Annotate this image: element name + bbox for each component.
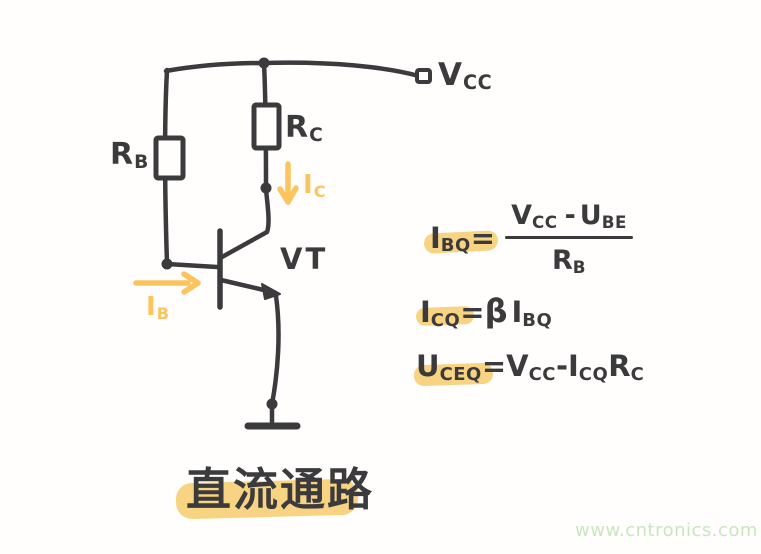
rc-label: RC <box>285 110 324 147</box>
fraction-bar <box>505 236 633 239</box>
ib-current-arrow <box>133 271 201 295</box>
caption-dc-path: 直流通路 <box>186 467 374 512</box>
formula-uceq-lhs-main: U <box>416 349 440 383</box>
rb-label-main: R <box>110 137 135 172</box>
formula-ibq-equals: = <box>470 220 496 255</box>
formula-uceq-rc-sub: C <box>630 363 645 385</box>
formula-uceq-equals: = <box>481 349 507 383</box>
vt-label-text: VT <box>280 242 329 276</box>
ic-current-arrow <box>277 161 299 205</box>
wire-top-to-vcc <box>261 60 422 79</box>
beta-symbol: β <box>484 292 508 330</box>
den-rb-main: R <box>551 245 573 276</box>
formula-ibq-lhs: IBQ= <box>430 220 496 257</box>
formula-uceq-icq-sub: CQ <box>578 363 609 385</box>
wire-collector <box>219 187 271 260</box>
formula-icq-rhs-main: I <box>511 295 523 329</box>
junction-dot-collector <box>260 182 272 194</box>
ib-label-sub: B <box>156 303 170 323</box>
formula-ibq-lhs-sub: BQ <box>440 235 471 257</box>
wire-top-left <box>163 60 267 74</box>
vcc-terminal <box>415 68 432 84</box>
vcc-label-main: V <box>438 57 463 93</box>
resistor-rc <box>251 102 282 151</box>
wire-emitter-down <box>269 293 281 407</box>
vcc-label-sub: CC <box>463 71 493 95</box>
formula-ibq-denominator: RB <box>546 239 592 277</box>
watermark: www.cntronics.com <box>575 520 758 541</box>
formula-uceq-icq-main: I <box>568 349 579 383</box>
formula-icq-lhs-sub: CQ <box>430 309 461 331</box>
formula-uceq-rc-main: R <box>608 349 631 383</box>
vt-label: VT <box>280 245 328 274</box>
formula-icq-rhs-sub: BQ <box>522 309 553 331</box>
rc-label-main: R <box>285 110 310 145</box>
formula-icq-lhs-main: I <box>420 295 431 329</box>
ic-label-main: I <box>303 170 314 200</box>
den-rb-sub: B <box>572 256 587 277</box>
formula-ibq: IBQ= VCC-UBE RB <box>430 202 633 277</box>
formula-uceq-minus: - <box>555 349 568 383</box>
formula-ibq-lhs-main: I <box>430 220 441 255</box>
formula-uceq-vcc-main: V <box>506 349 529 383</box>
formula-uceq: UCEQ=VCC-ICQRC <box>416 349 644 384</box>
formula-ibq-numerator: VCC-UBE <box>505 202 633 236</box>
ib-label: IB <box>146 292 170 323</box>
num-minus: - <box>564 200 576 231</box>
rc-label-sub: C <box>309 125 324 147</box>
formula-uceq-lhs-sub: CEQ <box>439 363 482 385</box>
junction-dot-base <box>161 258 173 270</box>
junction-dot-emitter <box>266 398 278 410</box>
rb-label: RB <box>110 137 149 174</box>
wire-base <box>164 261 220 270</box>
formula-uceq-vcc-sub: CC <box>528 363 556 385</box>
ic-label: IC <box>303 170 327 201</box>
formula-uceq-text: UCEQ=VCC-ICQRC <box>416 349 644 384</box>
wire-emitter <box>218 277 271 294</box>
ib-label-main: I <box>146 292 157 322</box>
ic-label-sub: C <box>313 181 327 201</box>
num-ube-main: U <box>579 200 602 231</box>
junction-dot-top <box>258 57 270 69</box>
vcc-label: VCC <box>438 57 493 95</box>
formula-icq-equals: = <box>460 295 485 329</box>
formula-ibq-fraction: VCC-UBE RB <box>505 202 633 277</box>
resistor-rb <box>153 135 186 181</box>
caption-text: 直流通路 <box>186 463 375 516</box>
rb-label-sub: B <box>134 152 149 174</box>
num-vcc-sub: CC <box>532 211 558 232</box>
num-ube-sub: BE <box>601 211 627 232</box>
num-vcc-main: V <box>511 200 532 231</box>
watermark-text: www.cntronics.com <box>575 520 758 541</box>
